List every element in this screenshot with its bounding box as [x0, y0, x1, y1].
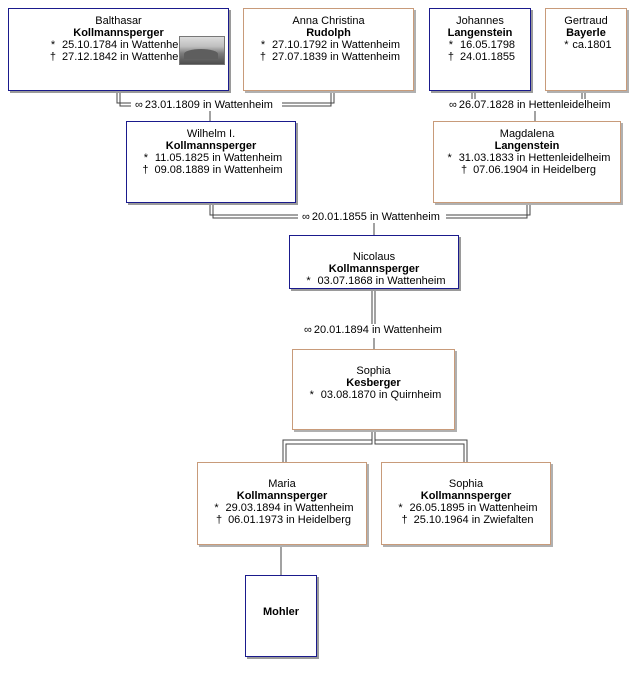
birth-icon: *	[306, 275, 311, 287]
first-name: Gertraud	[564, 15, 608, 27]
last-name: Kollmannsperger	[328, 263, 420, 275]
death-icon: †	[447, 51, 454, 63]
person-wilhelm[interactable]: Wilhelm I. Kollmannsperger * 11.05.1825 …	[126, 121, 296, 203]
death-icon: †	[259, 51, 267, 63]
person-gertraud[interactable]: Gertraud Bayerle *ca.1801	[545, 8, 627, 91]
death-date: 25.10.1964 in Zwiefalten	[413, 514, 534, 526]
person-sophia-kesberger[interactable]: Sophia Kesberger * 03.08.1870 in Quirnhe…	[292, 349, 455, 430]
marriage-label: ∞20.01.1855 in Wattenheim	[300, 211, 442, 223]
last-name: Bayerle	[566, 27, 606, 39]
birth-icon: *	[448, 39, 454, 51]
birth-date: 25.10.1784 in Wattenheim	[62, 39, 191, 51]
photo-thumbnail[interactable]	[179, 36, 225, 65]
first-name: Maria	[268, 478, 296, 490]
birth-icon: *	[143, 152, 148, 164]
person-johannes[interactable]: Johannes Langenstein * 16.05.1798 † 24.0…	[429, 8, 531, 91]
birth-date: 26.05.1895 in Wattenheim	[409, 502, 538, 514]
last-name: Langenstein	[447, 27, 513, 39]
person-anna-christina[interactable]: Anna Christina Rudolph * 27.10.1792 in W…	[243, 8, 414, 91]
person-maria[interactable]: Maria Kollmannsperger * 29.03.1894 in Wa…	[197, 462, 367, 545]
marriage-date: 26.07.1828 in Hettenleidelheim	[458, 99, 611, 111]
death-date: 24.01.1855	[460, 51, 516, 63]
last-name: Langenstein	[494, 140, 560, 152]
birth-icon: *	[260, 39, 266, 51]
person-balthasar[interactable]: Balthasar Kollmannsperger * 25.10.1784 i…	[8, 8, 229, 91]
birth-line: * 03.07.1868 in Wattenheim	[290, 275, 458, 287]
last-name: Rudolph	[306, 27, 351, 39]
marriage-icon: ∞	[302, 211, 310, 223]
death-date: 27.07.1839 in Wattenheim	[272, 51, 401, 63]
first-name: Nicolaus	[352, 251, 396, 263]
first-name: Magdalena	[499, 128, 555, 140]
last-name: Mohler	[262, 606, 300, 618]
birth-date: 11.05.1825 in Wattenheim	[154, 152, 283, 164]
last-name: Kollmannsperger	[165, 140, 257, 152]
birth-icon: *	[214, 502, 219, 514]
birth-line: * 03.08.1870 in Quirnheim	[293, 389, 454, 401]
marriage-label: ∞23.01.1809 in Wattenheim	[133, 99, 275, 111]
last-name: Kollmannsperger	[236, 490, 328, 502]
death-icon: †	[142, 164, 149, 176]
birth-icon: *	[564, 39, 569, 51]
marriage-icon: ∞	[304, 324, 312, 336]
death-line: † 07.06.1904 in Heidelberg	[434, 164, 620, 176]
death-line: † 25.10.1964 in Zwiefalten	[382, 514, 550, 526]
death-line: † 27.07.1839 in Wattenheim	[244, 51, 413, 63]
birth-date: 31.03.1833 in Hettenleidelheim	[458, 152, 611, 164]
first-name: Johannes	[456, 15, 504, 27]
birth-line: * 27.10.1792 in Wattenheim	[244, 39, 413, 51]
birth-date: 03.07.1868 in Wattenheim	[317, 275, 446, 287]
birth-line: * 11.05.1825 in Wattenheim	[127, 152, 295, 164]
birth-line: * 16.05.1798	[430, 39, 530, 51]
person-mohler[interactable]: Mohler	[245, 575, 317, 657]
first-name: Anna Christina	[292, 15, 365, 27]
birth-line: *ca.1801	[546, 39, 626, 51]
first-name: Balthasar	[95, 15, 142, 27]
last-name: Kollmannsperger	[73, 27, 164, 39]
birth-line: * 31.03.1833 in Hettenleidelheim	[434, 152, 620, 164]
death-icon: †	[401, 514, 408, 526]
last-name: Kollmannsperger	[420, 490, 512, 502]
death-date: 27.12.1842 in Wattenheim	[62, 51, 191, 63]
death-icon: †	[460, 164, 468, 176]
death-icon: †	[215, 514, 223, 526]
marriage-icon: ∞	[135, 99, 143, 111]
death-line: † 27.12.1842 in Wattenheim	[9, 51, 228, 63]
death-date: 06.01.1973 in Heidelberg	[228, 514, 351, 526]
birth-line: * 29.03.1894 in Wattenheim	[198, 502, 366, 514]
birth-icon: *	[447, 152, 452, 164]
person-magdalena[interactable]: Magdalena Langenstein * 31.03.1833 in He…	[433, 121, 621, 203]
birth-icon: *	[309, 389, 314, 401]
birth-line: * 25.10.1784 in Wattenheim	[9, 39, 228, 51]
birth-date: 29.03.1894 in Wattenheim	[225, 502, 354, 514]
death-line: † 24.01.1855	[430, 51, 530, 63]
birth-date: 27.10.1792 in Wattenheim	[272, 39, 401, 51]
birth-date: 03.08.1870 in Quirnheim	[320, 389, 442, 401]
marriage-label: ∞20.01.1894 in Wattenheim	[302, 324, 444, 336]
death-icon: †	[49, 51, 57, 63]
marriage-date: 20.01.1855 in Wattenheim	[311, 211, 440, 223]
birth-icon: *	[398, 502, 403, 514]
birth-line: * 26.05.1895 in Wattenheim	[382, 502, 550, 514]
person-nicolaus[interactable]: Nicolaus Kollmannsperger * 03.07.1868 in…	[289, 235, 459, 289]
death-line: † 06.01.1973 in Heidelberg	[198, 514, 366, 526]
birth-date: 16.05.1798	[460, 39, 516, 51]
death-date: 07.06.1904 in Heidelberg	[473, 164, 596, 176]
first-name: Wilhelm I.	[186, 128, 236, 140]
birth-date: ca.1801	[572, 39, 612, 51]
first-name: Sophia	[356, 365, 391, 377]
last-name: Kesberger	[346, 377, 401, 389]
death-date: 09.08.1889 in Wattenheim	[154, 164, 283, 176]
marriage-label: ∞26.07.1828 in Hettenleidelheim	[447, 99, 613, 111]
first-name: Sophia	[448, 478, 484, 490]
death-line: † 09.08.1889 in Wattenheim	[127, 164, 295, 176]
marriage-date: 20.01.1894 in Wattenheim	[313, 324, 442, 336]
birth-icon: *	[50, 39, 56, 51]
marriage-date: 23.01.1809 in Wattenheim	[144, 99, 273, 111]
person-sophia-kollmannsperger[interactable]: Sophia Kollmannsperger * 26.05.1895 in W…	[381, 462, 551, 545]
marriage-icon: ∞	[449, 99, 457, 111]
